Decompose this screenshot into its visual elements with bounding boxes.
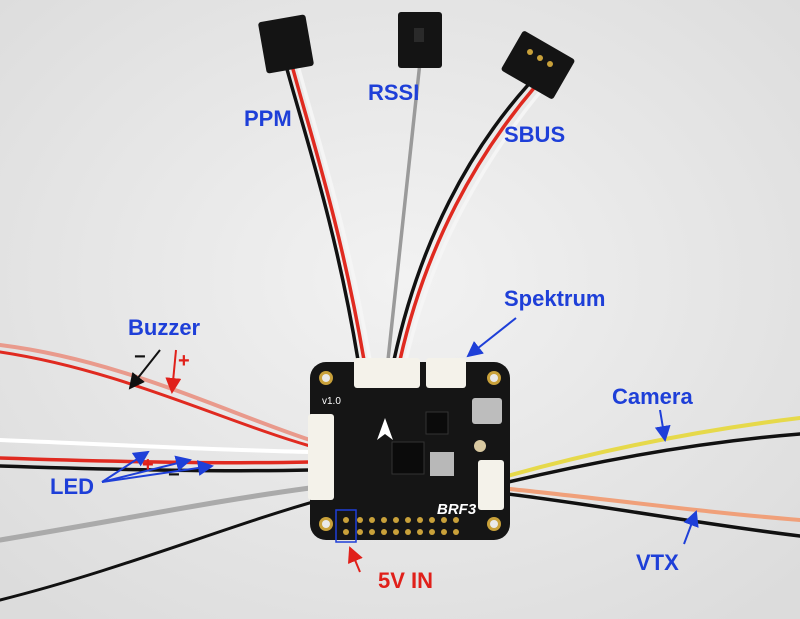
ppm-label: PPM [244, 106, 292, 131]
led-minus-sign: − [168, 464, 180, 486]
five-v-in-highlight-box [335, 509, 357, 543]
led-arrow-1 [101, 450, 150, 483]
five-v-in-arrow [348, 546, 363, 573]
buzzer-label: Buzzer [128, 315, 201, 340]
buzzer-plus-sign: + [178, 350, 190, 372]
rssi-connector [398, 12, 442, 68]
led-plus-sign: + [142, 454, 154, 476]
sbus-label: SBUS [504, 122, 566, 147]
led-arrow-3 [101, 460, 214, 483]
flight-controller-board: v1.0 BRF3 [308, 358, 510, 543]
board-model-text: BRF3 [437, 501, 477, 518]
vtx-label: VTX [636, 550, 679, 575]
ppm-connector [258, 14, 314, 74]
spektrum-label: Spektrum [504, 286, 606, 311]
buzzer-plus-arrow [165, 349, 182, 394]
vtx-arrow [683, 510, 699, 545]
right-wires [498, 416, 800, 538]
buzzer-minus-arrow [128, 349, 161, 390]
camera-arrow [654, 409, 671, 442]
led-label: LED [50, 474, 94, 499]
rssi-label: RSSI [368, 80, 420, 105]
led-arrow-2 [101, 455, 192, 483]
spektrum-arrow [466, 317, 517, 358]
five-v-in-label: 5V IN [378, 568, 434, 593]
camera-label: Camera [612, 384, 693, 409]
buzzer-minus-sign: − [134, 346, 146, 368]
receiver-cables [282, 56, 542, 362]
board-version-text: v1.0 [322, 396, 341, 407]
annotation-arrows [101, 317, 699, 573]
sbus-connector [501, 31, 575, 99]
